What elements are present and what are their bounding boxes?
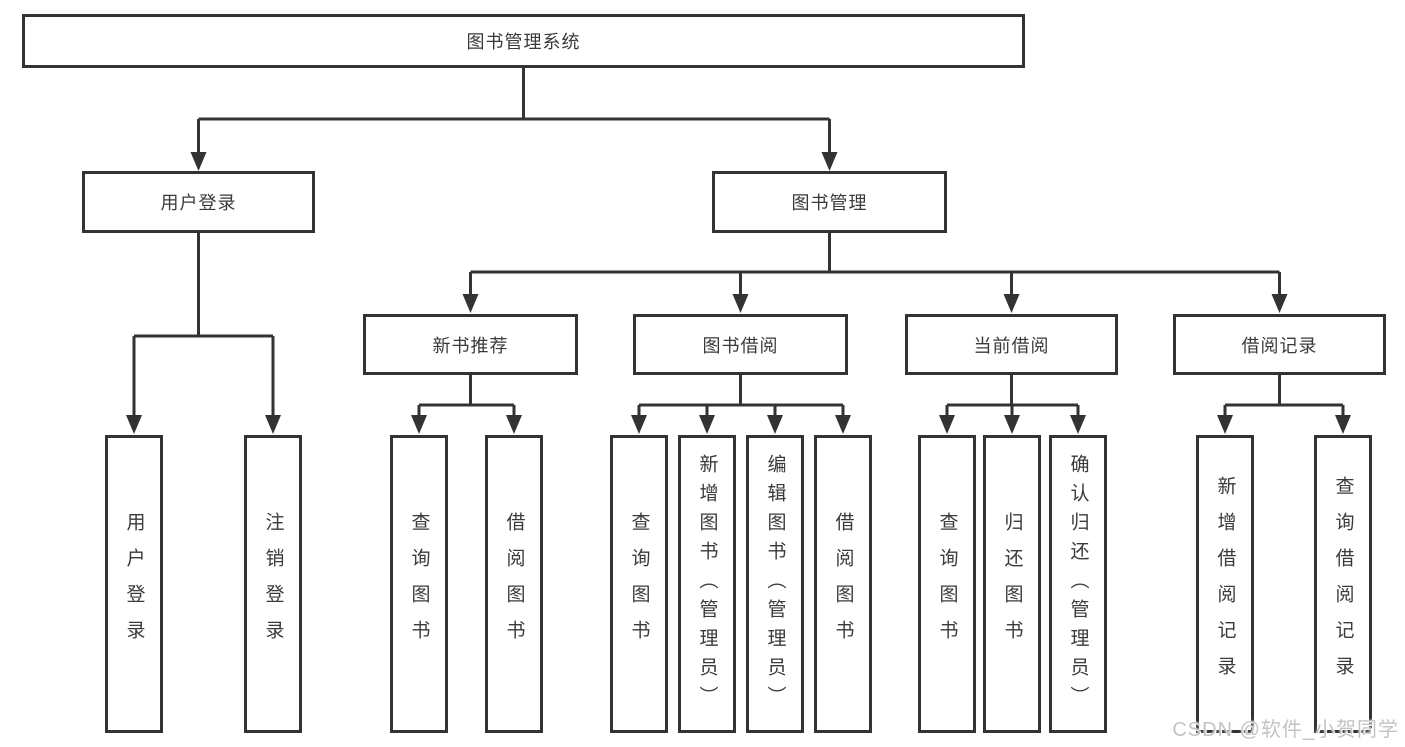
csdn-watermark: CSDN @软件_小贺同学 [1172, 719, 1399, 741]
node-book-management: 图书管理 [712, 171, 947, 233]
node-root-system: 图书管理系统 [22, 14, 1025, 68]
node-user-login: 用户登录 [82, 171, 315, 233]
leaf-query-books-borrow: 查询图书 [610, 435, 668, 733]
node-book-borrow: 图书借阅 [633, 314, 848, 375]
leaf-borrow-books: 借阅图书 [814, 435, 872, 733]
arrowheads [126, 152, 1351, 434]
leaf-logout: 注销登录 [244, 435, 302, 733]
leaf-query-books-recommend: 查询图书 [390, 435, 448, 733]
node-current-borrow: 当前借阅 [905, 314, 1118, 375]
leaf-user-login: 用户登录 [105, 435, 163, 733]
leaf-edit-books-admin: 编辑图书（管理员） [746, 435, 804, 733]
leaf-add-books-admin: 新增图书（管理员） [678, 435, 736, 733]
leaf-add-borrow-record: 新增借阅记录 [1196, 435, 1254, 733]
leaf-query-books-current: 查询图书 [918, 435, 976, 733]
node-borrow-record: 借阅记录 [1173, 314, 1386, 375]
leaf-query-borrow-record: 查询借阅记录 [1314, 435, 1372, 733]
node-new-book-recommend: 新书推荐 [363, 314, 578, 375]
leaf-return-books: 归还图书 [983, 435, 1041, 733]
leaf-borrow-books-recommend: 借阅图书 [485, 435, 543, 733]
leaf-confirm-return-admin: 确认归还（管理员） [1049, 435, 1107, 733]
